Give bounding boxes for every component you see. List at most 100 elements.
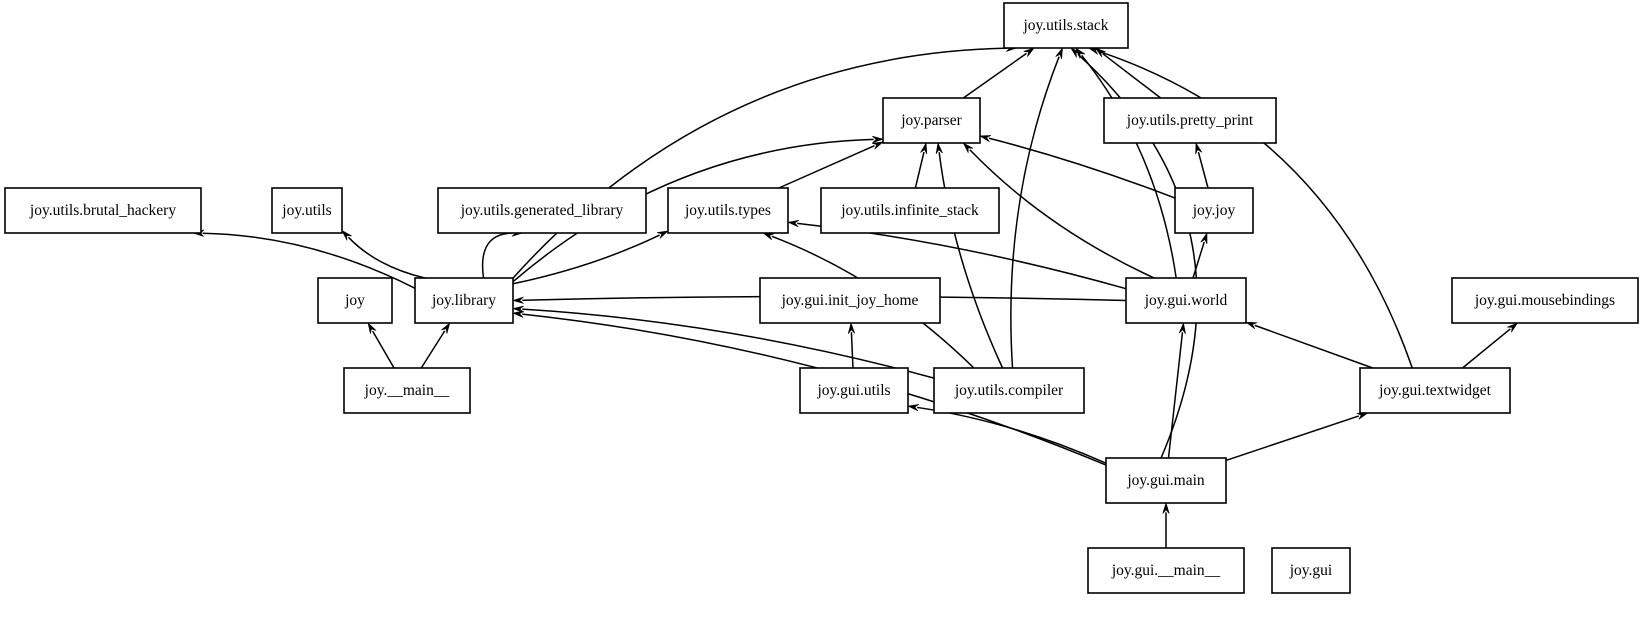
node-box[interactable] bbox=[4, 187, 202, 234]
node-label: joy.__main__ bbox=[364, 382, 450, 399]
node-joy-gui-mousebindings[interactable]: joy.gui.mousebindings bbox=[1451, 277, 1639, 324]
node-box[interactable] bbox=[1105, 457, 1227, 504]
node-joy-parser[interactable]: joy.parser bbox=[882, 97, 981, 144]
arrowhead-icon bbox=[441, 322, 451, 334]
node-joy-joy[interactable]: joy.joy bbox=[1174, 187, 1254, 234]
node-label: joy.gui.world bbox=[1144, 292, 1228, 309]
edge-joy-utils-pretty-print-to-joy-utils-stack bbox=[1102, 53, 1162, 99]
edge-joy-library-to-joy-utils-types bbox=[512, 234, 660, 285]
arrowhead-icon bbox=[920, 142, 928, 155]
node-joy-gui-utils[interactable]: joy.gui.utils bbox=[799, 367, 909, 414]
node-box[interactable] bbox=[1451, 277, 1639, 324]
node-box[interactable] bbox=[1359, 367, 1511, 414]
node-box[interactable] bbox=[1003, 2, 1129, 49]
node-label: joy.utils.brutal_hackery bbox=[29, 202, 176, 219]
node-label: joy bbox=[344, 292, 365, 309]
node-box[interactable] bbox=[1125, 277, 1247, 324]
arrowhead-icon bbox=[341, 229, 352, 241]
node-box[interactable] bbox=[343, 367, 471, 414]
arrowhead-icon bbox=[786, 219, 799, 227]
node-label: joy.utils.generated_library bbox=[460, 202, 624, 219]
edge-joy-utils-infinite-stack-to-joy-parser bbox=[914, 151, 925, 189]
node-label: joy.joy bbox=[1192, 202, 1236, 219]
node-label: joy.gui.__main__ bbox=[1111, 562, 1221, 579]
node-box[interactable] bbox=[799, 367, 909, 414]
arrowhead-icon bbox=[1195, 142, 1203, 155]
node-joy-utils-infinite-stack[interactable]: joy.utils.infinite_stack bbox=[820, 187, 1000, 234]
node-box[interactable] bbox=[759, 277, 941, 324]
arrowhead-icon bbox=[979, 135, 992, 142]
node-label: joy.library bbox=[431, 292, 496, 309]
arrowhead-icon bbox=[511, 310, 524, 318]
arrowhead-icon bbox=[511, 305, 524, 313]
node-label: joy.utils.infinite_stack bbox=[840, 202, 979, 219]
node-label: joy.utils bbox=[281, 202, 331, 219]
node-box[interactable] bbox=[437, 187, 647, 234]
arrowhead-icon bbox=[1507, 322, 1519, 333]
node-label: joy.gui.textwidget bbox=[1378, 382, 1491, 399]
node-label: joy.utils.compiler bbox=[954, 382, 1064, 399]
node-box[interactable] bbox=[317, 277, 393, 324]
node-box[interactable] bbox=[414, 277, 514, 324]
node-joy-gui-textwidget[interactable]: joy.gui.textwidget bbox=[1359, 367, 1511, 414]
node-joy-utils[interactable]: joy.utils bbox=[271, 187, 343, 234]
arrowhead-icon bbox=[1245, 321, 1258, 330]
edge-joy-gui-main-to-joy-gui-world bbox=[1167, 332, 1184, 459]
node-layer: joy.utils.stack joy.parser joy.utils.prett… bbox=[4, 2, 1639, 594]
node-joy-utils-stack[interactable]: joy.utils.stack bbox=[1003, 2, 1129, 49]
edge-joy-library-to-joy-parser bbox=[512, 138, 874, 283]
node-joy-gui-init-joy-home[interactable]: joy.gui.init_joy_home bbox=[759, 277, 941, 324]
node-label: joy.gui.init_joy_home bbox=[781, 292, 919, 309]
node-joy-gui-main[interactable]: joy.gui.__main__ bbox=[1087, 547, 1245, 594]
edge-joy-library-to-joy-utils-brutal-hackery bbox=[202, 232, 416, 289]
node-joy-gui-main[interactable]: joy.gui.main bbox=[1105, 457, 1227, 504]
node-joy-library[interactable]: joy.library bbox=[414, 277, 514, 324]
node-joy[interactable]: joy bbox=[317, 277, 393, 324]
node-label: joy.utils.types bbox=[684, 202, 771, 219]
edge-joy-joy-to-joy-parser bbox=[988, 137, 1176, 199]
node-joy-main[interactable]: joy.__main__ bbox=[343, 367, 471, 414]
edge-joy-gui-textwidget-to-joy-gui-world bbox=[1254, 324, 1374, 369]
arrowhead-icon bbox=[962, 142, 974, 153]
node-joy-gui-world[interactable]: joy.gui.world bbox=[1125, 277, 1247, 324]
node-box[interactable] bbox=[1174, 187, 1254, 234]
arrowhead-icon bbox=[935, 141, 943, 155]
edge-joy-main-to-joy-library bbox=[420, 330, 446, 369]
node-box[interactable] bbox=[882, 97, 981, 144]
node-joy-utils-brutal-hackery[interactable]: joy.utils.brutal_hackery bbox=[4, 187, 202, 234]
node-label: joy.gui bbox=[1289, 562, 1333, 579]
node-label: joy.utils.stack bbox=[1022, 17, 1108, 34]
node-box[interactable] bbox=[1271, 547, 1351, 594]
edge-joy-parser-to-joy-utils-stack bbox=[962, 52, 1027, 99]
node-joy-utils-generated-library[interactable]: joy.utils.generated_library bbox=[437, 187, 647, 234]
node-joy-utils-compiler[interactable]: joy.utils.compiler bbox=[933, 367, 1085, 414]
node-label: joy.gui.main bbox=[1126, 472, 1205, 489]
node-box[interactable] bbox=[1087, 547, 1245, 594]
node-box[interactable] bbox=[933, 367, 1085, 414]
arrowhead-icon bbox=[847, 321, 855, 334]
node-box[interactable] bbox=[271, 187, 343, 234]
arrowhead-icon bbox=[1070, 47, 1082, 58]
edge-joy-utils-compiler-to-joy-parser bbox=[938, 152, 1004, 369]
edge-joy-utils-compiler-to-joy-library bbox=[522, 308, 935, 379]
node-label: joy.parser bbox=[900, 112, 962, 129]
arrowhead-icon bbox=[511, 296, 524, 304]
edge-joy-library-to-joy-utils-generated-library bbox=[481, 232, 514, 279]
edge-joy-library-to-joy-utils bbox=[347, 236, 425, 279]
edge-joy-utils-types-to-joy-parser bbox=[778, 145, 875, 189]
node-box[interactable] bbox=[820, 187, 1000, 234]
edge-joy-main-to-joy bbox=[372, 330, 395, 369]
node-box[interactable] bbox=[667, 187, 789, 234]
node-box[interactable] bbox=[1103, 97, 1277, 144]
node-label: joy.utils.pretty_print bbox=[1126, 112, 1254, 129]
node-joy-utils-pretty-print[interactable]: joy.utils.pretty_print bbox=[1103, 97, 1277, 144]
edge-joy-joy-to-joy-utils-pretty-print bbox=[1197, 151, 1209, 189]
edge-joy-gui-textwidget-to-joy-gui-mousebindings bbox=[1462, 328, 1511, 369]
arrowhead-icon bbox=[367, 322, 377, 334]
arrowhead-icon bbox=[872, 135, 885, 144]
node-joy-utils-types[interactable]: joy.utils.types bbox=[667, 187, 789, 234]
node-joy-gui[interactable]: joy.gui bbox=[1271, 547, 1351, 594]
edge-joy-gui-main-to-joy-gui-utils bbox=[917, 406, 1107, 464]
